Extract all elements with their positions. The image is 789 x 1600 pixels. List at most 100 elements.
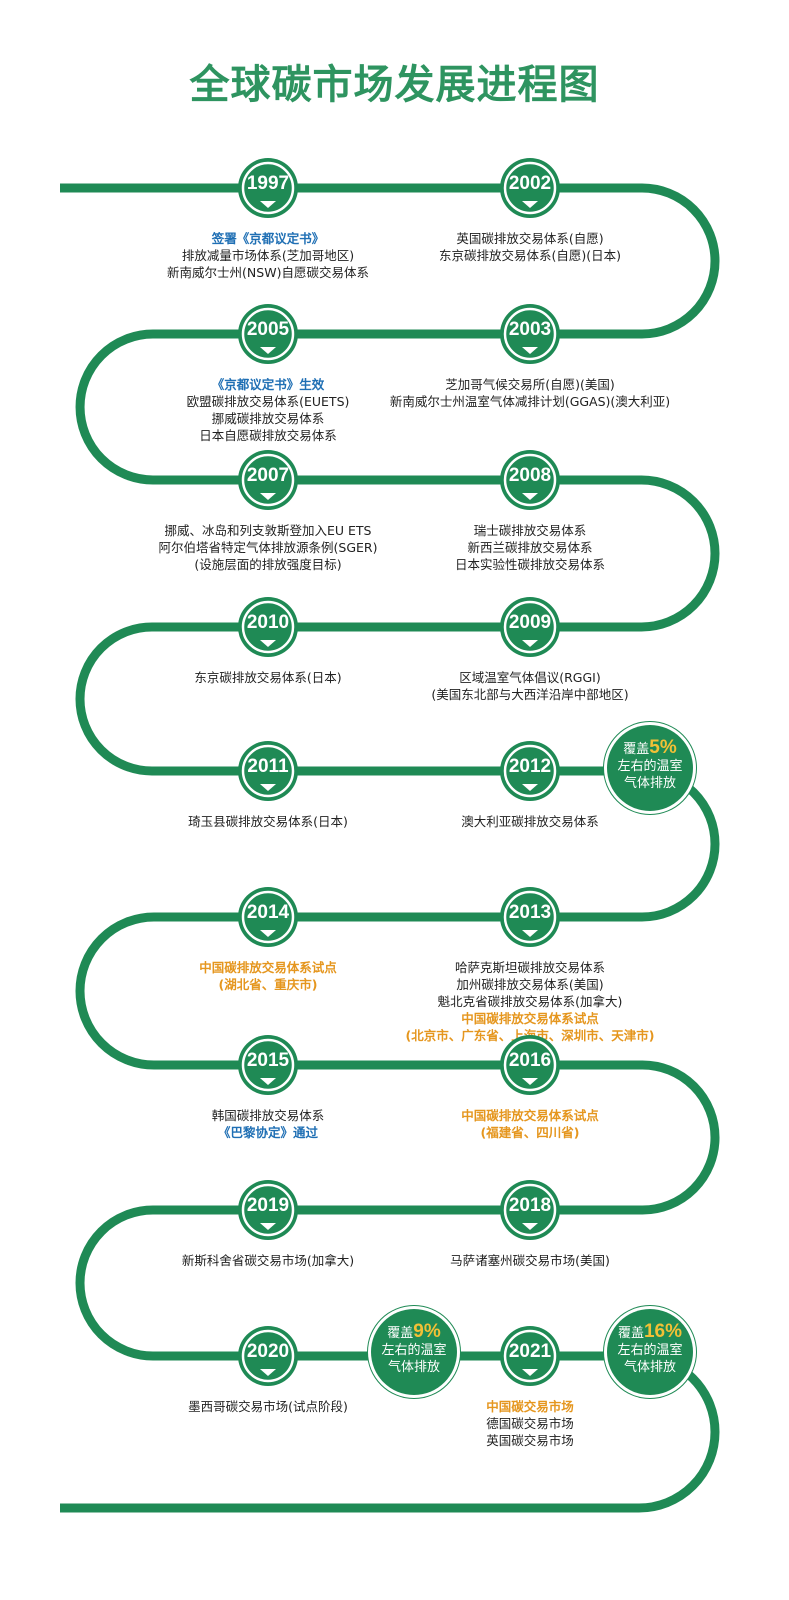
year-badge-2008: 2008 — [498, 448, 562, 512]
event-line: 中国碳排放交易体系试点 — [461, 1108, 599, 1123]
year-label: 2019 — [246, 1195, 290, 1216]
milestone-events-2014: 中国碳排放交易体系试点(湖北省、重庆市) — [78, 959, 458, 993]
badge-shape — [238, 1326, 298, 1386]
coverage-prefix: 覆盖 — [617, 1326, 644, 1341]
milestone-events-2019: 新斯科舍省碳交易市场(加拿大) — [78, 1252, 458, 1269]
year-label: 2018 — [508, 1195, 552, 1216]
badge-shape — [500, 741, 560, 801]
badge-shape — [500, 450, 560, 510]
milestone-events-2010: 东京碳排放交易体系(日本) — [78, 669, 458, 686]
event-line: 中国碳排放交易体系试点 — [461, 1011, 599, 1026]
year-label: 2020 — [246, 1341, 290, 1362]
year-label: 2003 — [508, 319, 552, 340]
year-badge-2014: 2014 — [236, 885, 300, 949]
milestone-events-2003: 芝加哥气候交易所(自愿)(美国) 新南威尔士州温室气体减排计划(GGAS)(澳大利… — [340, 376, 720, 410]
coverage-line-3: 气体排放 — [387, 1360, 440, 1375]
badge-shape — [500, 1326, 560, 1386]
badge-shape — [238, 597, 298, 657]
milestone-events-2016: 中国碳排放交易体系试点 (福建省、四川省) — [340, 1107, 720, 1141]
event-line: 排放减量市场体系(芝加哥地区) — [181, 248, 355, 263]
badge-shape — [500, 1180, 560, 1240]
coverage-line-3: 气体排放 — [623, 776, 676, 791]
event-line: 欧盟碳排放交易体系(EUETS) — [186, 394, 350, 409]
year-badge-2016: 2016 — [498, 1033, 562, 1097]
event-line: 魁北克省碳排放交易体系(加拿大) — [437, 994, 623, 1009]
milestone-events-2020: 墨西哥碳交易市场(试点阶段) — [78, 1398, 458, 1415]
coverage-bubble-1: 覆盖5%左右的温室气体排放 — [607, 725, 693, 811]
coverage-prefix: 覆盖 — [387, 1326, 414, 1341]
milestone-events-2015: 韩国碳排放交易体系《巴黎协定》通过 — [78, 1107, 458, 1141]
year-badge-2015: 2015 — [236, 1033, 300, 1097]
year-badge-2011: 2011 — [236, 739, 300, 803]
event-line: 英国碳排放交易体系(自愿) — [456, 231, 604, 246]
event-line: 阿尔伯塔省特定气体排放源条例(SGER) — [158, 540, 378, 555]
milestone-events-2007: 挪威、冰岛和列支敦斯登加入EU ETS 阿尔伯塔省特定气体排放源条例(SGER) (… — [78, 522, 458, 573]
badge-shape — [238, 887, 298, 947]
year-label: 2010 — [246, 612, 290, 633]
event-line: 《京都议定书》生效 — [211, 377, 325, 392]
year-label: 2015 — [246, 1050, 290, 1071]
coverage-line-3: 气体排放 — [623, 1360, 676, 1375]
event-line: (福建省、四川省) — [480, 1125, 580, 1140]
year-badge-2021: 2021 — [498, 1324, 562, 1388]
coverage-line-2: 左右的温室 — [617, 759, 683, 774]
milestone-events-2008: 瑞士碳排放交易体系新西兰碳排放交易体系日本实验性碳排放交易体系 — [340, 522, 720, 573]
badge-shape — [500, 158, 560, 218]
year-label: 2005 — [246, 319, 290, 340]
event-line: 东京碳排放交易体系(自愿)(日本) — [438, 248, 621, 263]
year-label: 2014 — [246, 902, 290, 923]
event-line: 新斯科舍省碳交易市场(加拿大) — [181, 1253, 355, 1268]
milestone-events-2018: 马萨诸塞州碳交易市场(美国) — [340, 1252, 720, 1269]
event-line: 东京碳排放交易体系(日本) — [194, 670, 342, 685]
badge-shape — [238, 304, 298, 364]
coverage-bubble-3: 覆盖16%左右的温室气体排放 — [607, 1309, 693, 1395]
event-line: 日本自愿碳排放交易体系 — [199, 428, 337, 443]
event-line: 中国碳交易市场 — [486, 1399, 574, 1414]
milestone-events-2009: 区域温室气体倡议(RGGI)(美国东北部与大西洋沿岸中部地区) — [340, 669, 720, 703]
coverage-bubble-2: 覆盖9%左右的温室气体排放 — [371, 1309, 457, 1395]
year-badge-2007: 2007 — [236, 448, 300, 512]
milestone-events-2002: 英国碳排放交易体系(自愿) 东京碳排放交易体系(自愿)(日本) — [340, 230, 720, 264]
year-badge-2013: 2013 — [498, 885, 562, 949]
badge-shape — [238, 450, 298, 510]
coverage-percent: 5% — [649, 737, 677, 758]
event-line: 签署《京都议定书》 — [211, 231, 325, 246]
milestone-events-2013: 哈萨克斯坦碳排放交易体系加州碳排放交易体系(美国)魁北克省碳排放交易体系(加拿大… — [340, 959, 720, 1044]
event-line: 新西兰碳排放交易体系 — [467, 540, 593, 555]
event-line: (设施层面的排放强度目标) — [194, 557, 342, 572]
milestone-events-2011: 琦玉县碳排放交易体系(日本) — [78, 813, 458, 830]
event-line: 芝加哥气候交易所(自愿)(美国) — [445, 377, 615, 392]
year-label: 2011 — [247, 756, 289, 777]
coverage-percent: 16% — [643, 1321, 683, 1342]
badge-shape — [500, 1035, 560, 1095]
year-label: 2002 — [508, 173, 552, 194]
badge-shape — [238, 158, 298, 218]
year-label: 2021 — [508, 1341, 552, 1362]
page-title: 全球碳市场发展进程图 — [189, 62, 600, 108]
milestone-events-2021: 中国碳交易市场德国碳交易市场英国碳交易市场 — [340, 1398, 720, 1449]
event-line: 新南威尔士州温室气体减排计划(GGAS)(澳大利亚) — [389, 394, 671, 409]
milestone-events-1997: 签署《京都议定书》排放减量市场体系(芝加哥地区) 新南威尔士州(NSW)自愿碳交易… — [78, 230, 458, 281]
year-badge-1997: 1997 — [236, 156, 300, 220]
year-label: 1997 — [246, 173, 290, 194]
year-badge-2018: 2018 — [498, 1178, 562, 1242]
year-badge-2002: 2002 — [498, 156, 562, 220]
badge-shape — [238, 1180, 298, 1240]
event-line: 澳大利亚碳排放交易体系 — [461, 814, 599, 829]
event-line: 新南威尔士州(NSW)自愿碳交易体系 — [167, 265, 369, 280]
event-line: 挪威、冰岛和列支敦斯登加入EU ETS — [164, 523, 372, 538]
year-badge-2005: 2005 — [236, 302, 300, 366]
event-line: 日本实验性碳排放交易体系 — [454, 557, 605, 572]
year-badge-2003: 2003 — [498, 302, 562, 366]
event-line: 韩国碳排放交易体系 — [211, 1108, 325, 1123]
event-line: 瑞士碳排放交易体系 — [473, 523, 587, 538]
event-line: 中国碳排放交易体系试点 — [199, 960, 337, 975]
year-badge-2020: 2020 — [236, 1324, 300, 1388]
badge-shape — [238, 741, 298, 801]
event-line: (美国东北部与大西洋沿岸中部地区) — [431, 687, 629, 702]
year-label: 2008 — [508, 465, 552, 486]
milestone-events-2012: 澳大利亚碳排放交易体系 — [340, 813, 720, 830]
event-line: 琦玉县碳排放交易体系(日本) — [188, 814, 348, 829]
year-label: 2016 — [508, 1050, 552, 1071]
